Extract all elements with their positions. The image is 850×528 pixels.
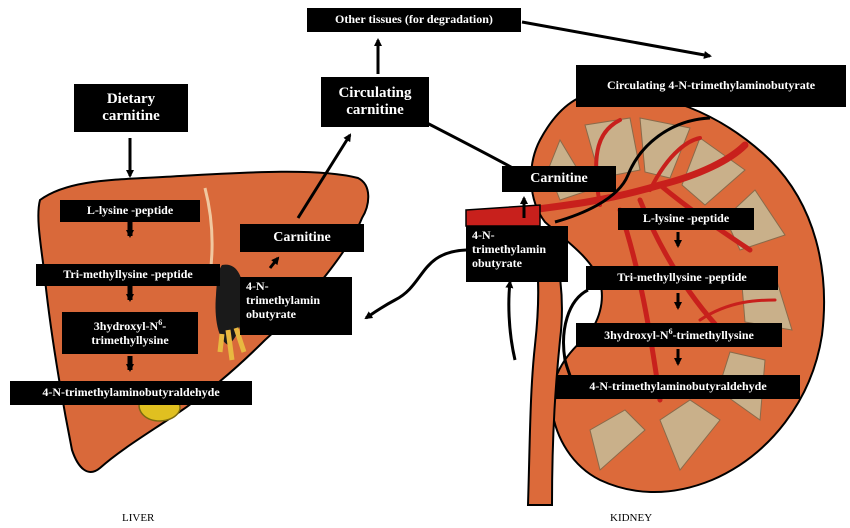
liver-tmabu-label: 4-N- trimethylamin obutyrate	[240, 277, 352, 335]
kidney-step-hydroxy-trimethyllysine: 3hydroxyl-N6-trimethyllysine	[576, 323, 782, 347]
circulating-carnitine-line1: Circulating	[338, 85, 411, 102]
other-tissues-label: Other tissues (for degradation)	[307, 8, 521, 32]
kidney-step3-text: 3hydroxyl-N6-trimethyllysine	[604, 327, 754, 343]
circulating-carnitine-line2: carnitine	[346, 102, 404, 119]
arrow-circulating-to-kidney-tmabu	[425, 122, 520, 172]
renal-artery-stub	[466, 205, 540, 226]
liver-step3-line2: trimethyllysine	[91, 334, 168, 348]
kidney-caption: KIDNEY	[610, 512, 652, 524]
kidney-illustration	[466, 92, 824, 505]
kidney-carnitine-label: Carnitine	[502, 166, 616, 192]
liver-step3-line1: 3hydroxyl-N6-	[94, 318, 166, 334]
liver-caption: LIVER	[122, 512, 154, 524]
liver-step-hydroxy-trimethyllysine: 3hydroxyl-N6- trimethyllysine	[62, 312, 198, 354]
kidney-step-lysine-peptide: L-lysine -peptide	[618, 208, 754, 230]
arrow-kidney-tmabu-to-liver	[366, 250, 466, 318]
kidney-tmabu-label: 4-N- trimethylamin obutyrate	[466, 226, 568, 282]
dietary-carnitine-label: Dietary carnitine	[74, 84, 188, 132]
arrow-other-to-kidney-circ	[522, 22, 710, 56]
liver-step-aldehyde: 4-N-trimethylaminobutyraldehyde	[10, 381, 252, 405]
circulating-tmabu-label: Circulating 4-N-trimethylaminobutyrate	[576, 65, 846, 107]
kidney-step-trimethyllysine-peptide: Tri-methyllysine -peptide	[586, 266, 778, 290]
liver-step-lysine-peptide: L-lysine -peptide	[60, 200, 200, 222]
arrow-kidney-internal-up	[509, 282, 515, 360]
liver-carnitine-label: Carnitine	[240, 224, 364, 252]
liver-step-trimethyllysine-peptide: Tri-methyllysine -peptide	[36, 264, 220, 286]
dietary-line1: Dietary	[107, 91, 155, 108]
dietary-line2: carnitine	[102, 108, 160, 125]
circulating-carnitine-label: Circulating carnitine	[321, 77, 429, 127]
kidney-step-aldehyde: 4-N-trimethylaminobutyraldehyde	[556, 375, 800, 399]
